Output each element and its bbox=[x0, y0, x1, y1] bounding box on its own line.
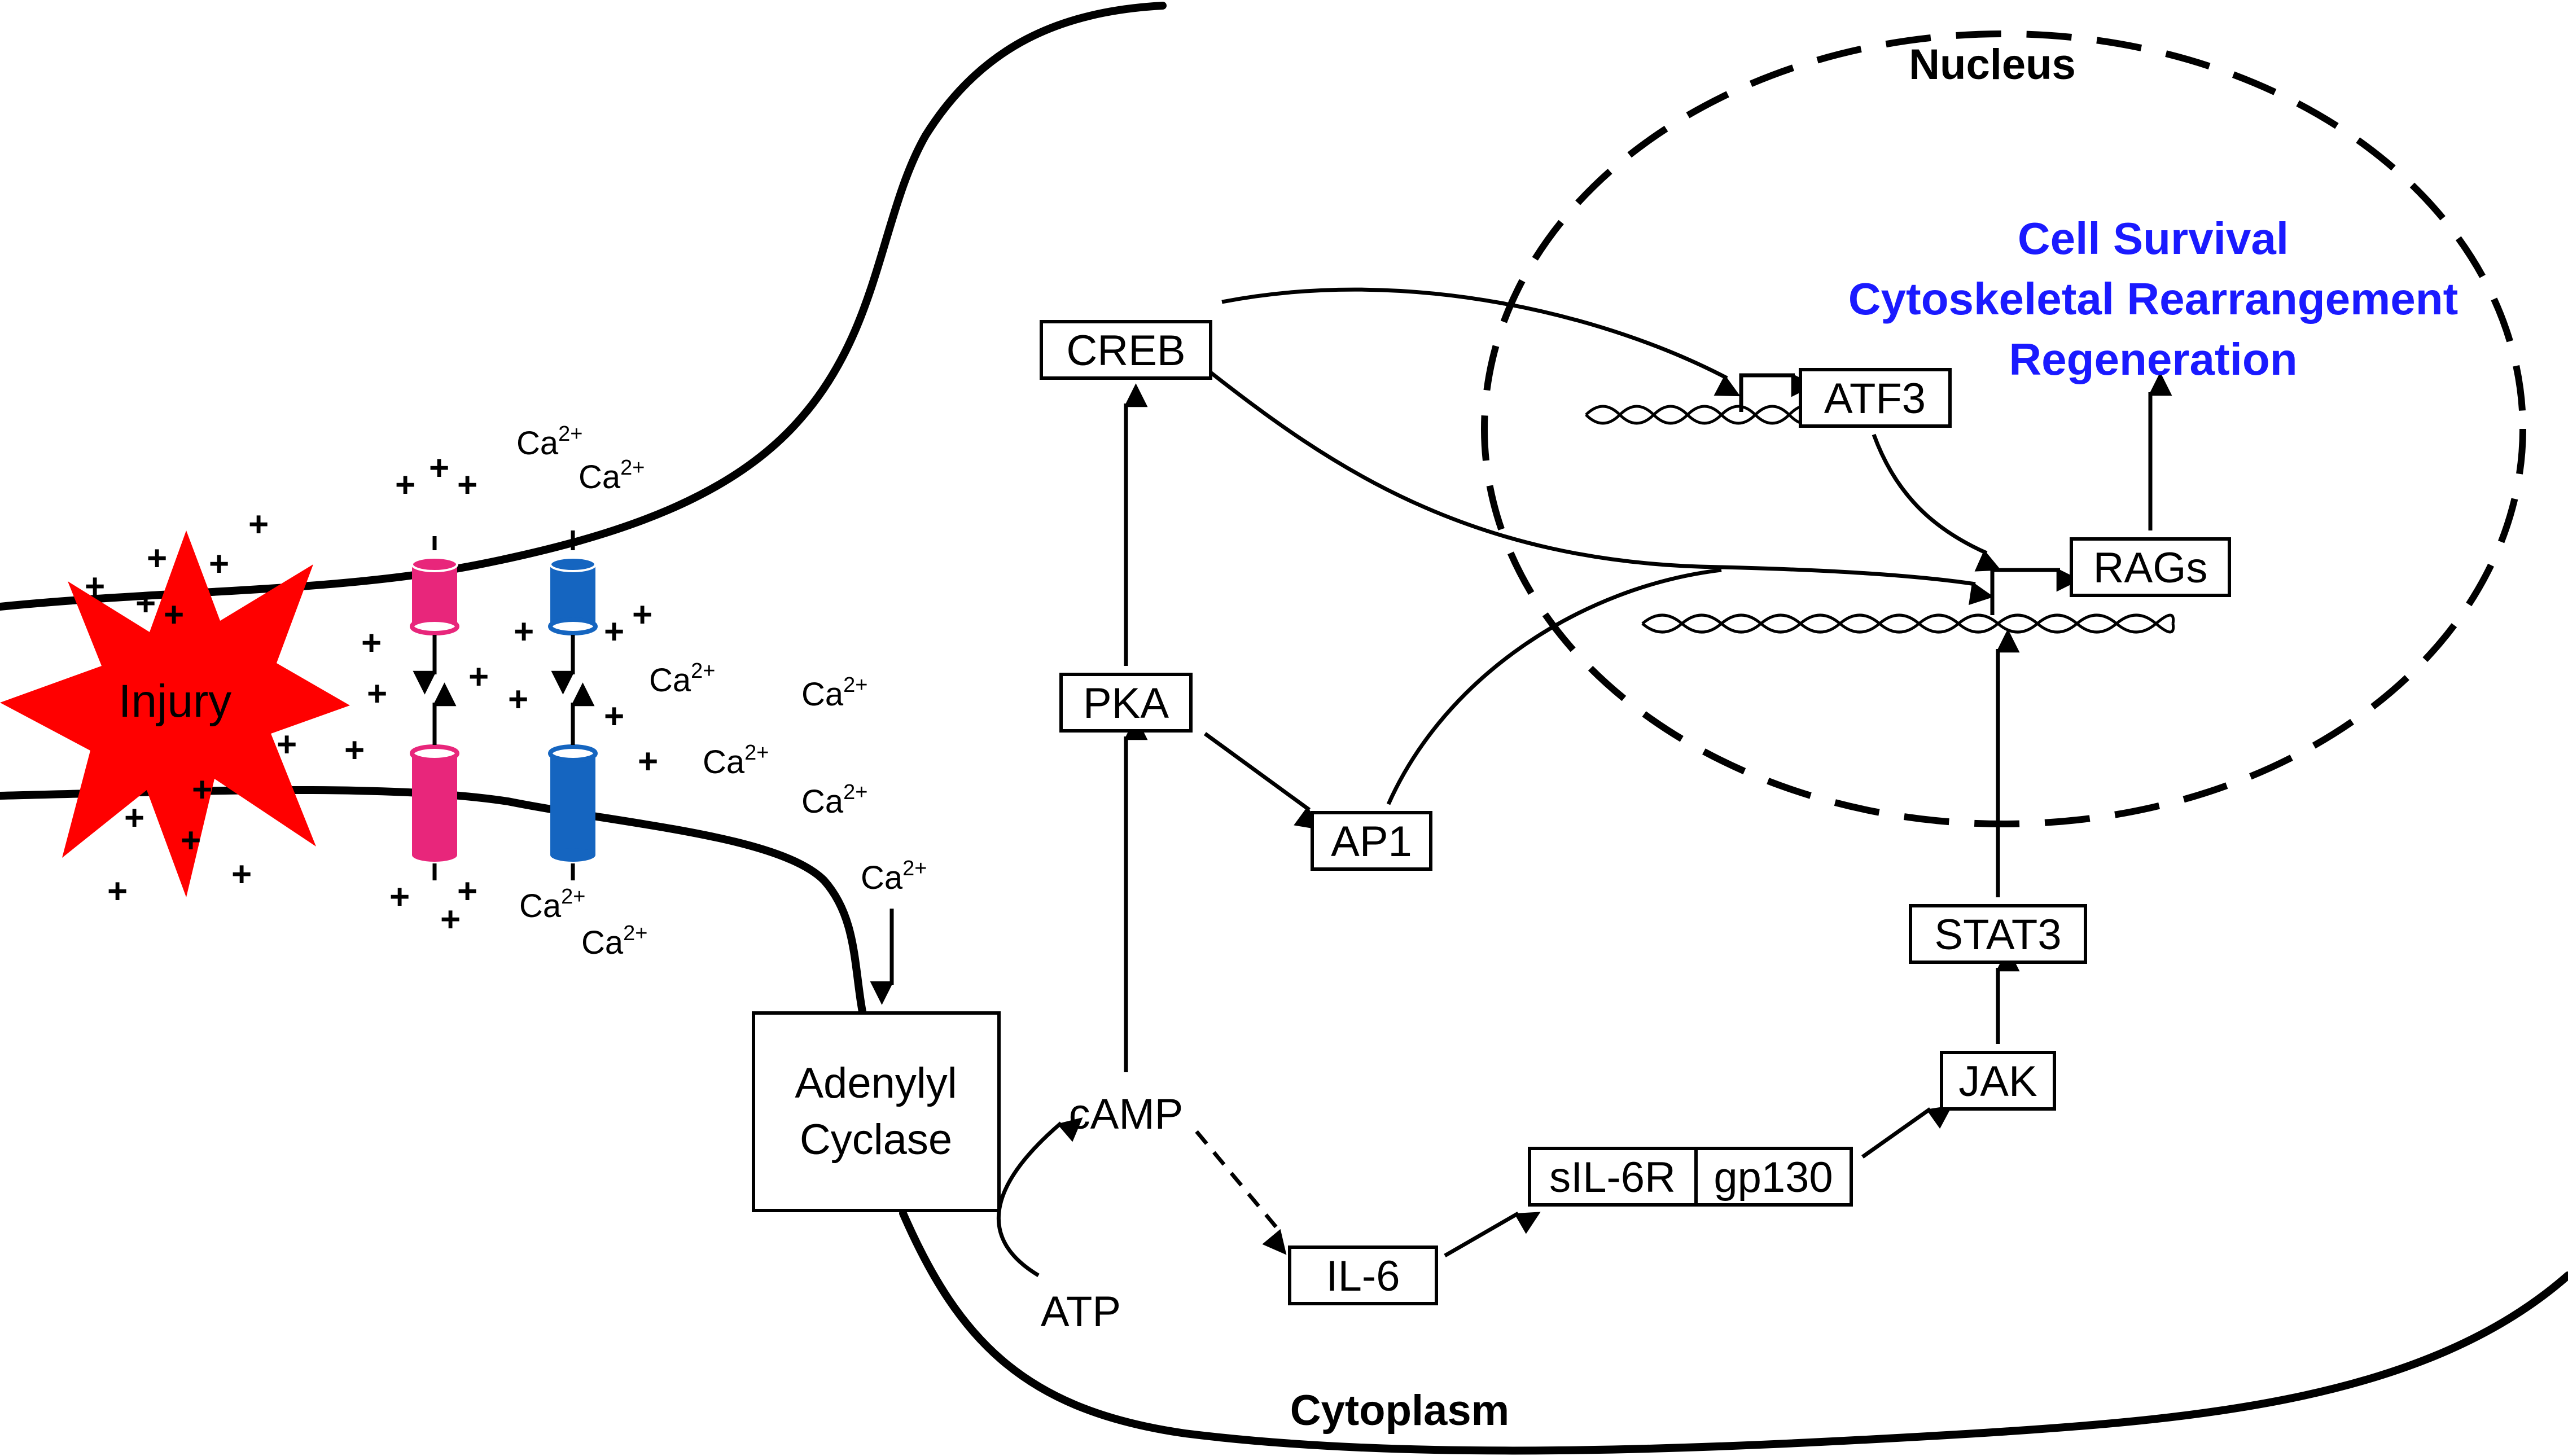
svg-text:+: + bbox=[508, 680, 528, 719]
svg-text:+: + bbox=[367, 674, 387, 713]
svg-text:+: + bbox=[604, 612, 624, 651]
svg-text:+: + bbox=[181, 821, 201, 860]
dna-atf3-gene bbox=[1585, 405, 1813, 425]
svg-text:Ca2+: Ca2+ bbox=[649, 659, 715, 699]
svg-text:+: + bbox=[344, 731, 365, 770]
calcium-channel-bottom bbox=[548, 744, 598, 862]
svg-text:+: + bbox=[457, 466, 477, 505]
stat3-node: STAT3 bbox=[1909, 904, 2087, 964]
svg-text:ATF3: ATF3 bbox=[1824, 375, 1926, 423]
svg-text:+: + bbox=[164, 595, 184, 634]
svg-text:+: + bbox=[604, 697, 624, 736]
positive-charges: + + + + + + + + + + + + + + + + + + + + … bbox=[85, 449, 658, 939]
nucleus-envelope bbox=[1481, 30, 2526, 827]
svg-text:+: + bbox=[192, 770, 212, 809]
svg-text:+: + bbox=[468, 657, 489, 696]
svg-text:+: + bbox=[248, 505, 269, 544]
svg-text:+: + bbox=[85, 567, 105, 606]
svg-text:CREB: CREB bbox=[1066, 327, 1185, 375]
outcome-cytoskeletal-rearrangement: Cytoskeletal Rearrangement bbox=[1848, 274, 2458, 324]
outcome-regeneration: Regeneration bbox=[2009, 334, 2297, 384]
svg-text:+: + bbox=[457, 872, 477, 911]
il6-node: IL-6 bbox=[1288, 1246, 1438, 1305]
injury-burst: Injury bbox=[0, 530, 350, 897]
ap1-node: AP1 bbox=[1311, 811, 1432, 871]
svg-text:RAGs: RAGs bbox=[2093, 544, 2208, 592]
svg-text:Ca2+: Ca2+ bbox=[579, 456, 645, 495]
svg-text:+: + bbox=[514, 612, 534, 651]
channel-flux-arrows bbox=[413, 530, 595, 880]
svg-text:+: + bbox=[147, 539, 167, 578]
pka-node: PKA bbox=[1059, 673, 1193, 733]
sil6r-node: sIL-6R bbox=[1528, 1147, 1698, 1207]
svg-text:Ca2+: Ca2+ bbox=[581, 922, 647, 961]
atp-label: ATP bbox=[1041, 1288, 1121, 1336]
svg-text:gp130: gp130 bbox=[1714, 1154, 1833, 1201]
svg-text:AP1: AP1 bbox=[1331, 818, 1412, 866]
svg-text:Ca2+: Ca2+ bbox=[516, 422, 582, 462]
svg-text:Ca2+: Ca2+ bbox=[703, 741, 769, 780]
camp-label: cAMP bbox=[1069, 1090, 1184, 1138]
svg-text:+: + bbox=[395, 466, 415, 505]
outcome-cell-survival: Cell Survival bbox=[2018, 213, 2289, 264]
cytoplasm-label: Cytoplasm bbox=[1290, 1387, 1510, 1435]
svg-text:+: + bbox=[135, 584, 156, 623]
svg-text:sIL-6R: sIL-6R bbox=[1549, 1154, 1676, 1201]
svg-text:IL-6: IL-6 bbox=[1326, 1252, 1400, 1300]
gp130-node: gp130 bbox=[1694, 1147, 1853, 1207]
calcium-ions: Ca2+ Ca2+ Ca2+ Ca2+ Ca2+ Ca2+ Ca2+ Ca2+ … bbox=[516, 422, 927, 961]
svg-text:Ca2+: Ca2+ bbox=[801, 780, 867, 820]
svg-text:Ca2+: Ca2+ bbox=[801, 673, 867, 713]
svg-text:+: + bbox=[638, 742, 658, 781]
jak-node: JAK bbox=[1940, 1051, 2056, 1111]
nucleus-label: Nucleus bbox=[1909, 41, 2076, 89]
svg-text:+: + bbox=[429, 449, 449, 488]
injury-label: Injury bbox=[119, 676, 232, 727]
calcium-channel-top bbox=[548, 556, 598, 635]
creb-node: CREB bbox=[1040, 320, 1212, 380]
svg-text:Cyclase: Cyclase bbox=[800, 1116, 952, 1164]
svg-text:Ca2+: Ca2+ bbox=[861, 857, 927, 896]
atf3-node: ATF3 bbox=[1799, 368, 1952, 428]
svg-text:+: + bbox=[231, 855, 252, 894]
svg-text:+: + bbox=[124, 799, 144, 837]
svg-text:STAT3: STAT3 bbox=[1934, 911, 2061, 959]
adenylyl-cyclase-node: Adenylyl Cyclase bbox=[752, 1011, 1001, 1212]
svg-text:Ca2+: Ca2+ bbox=[519, 885, 585, 924]
svg-text:+: + bbox=[209, 545, 229, 584]
svg-text:PKA: PKA bbox=[1083, 679, 1169, 727]
svg-text:+: + bbox=[389, 878, 410, 916]
svg-text:+: + bbox=[632, 595, 652, 634]
sodium-channel-top bbox=[410, 556, 459, 635]
rags-node: RAGs bbox=[2070, 537, 2231, 597]
svg-text:+: + bbox=[440, 900, 461, 939]
svg-text:+: + bbox=[361, 624, 382, 663]
sodium-channel-bottom bbox=[410, 744, 459, 862]
regeneration-outcomes: Cell Survival Cytoskeletal Rearrangement… bbox=[1848, 213, 2458, 384]
svg-text:+: + bbox=[107, 872, 128, 911]
svg-text:JAK: JAK bbox=[1958, 1058, 2037, 1106]
dna-rags-gene bbox=[1641, 613, 2175, 634]
svg-text:Adenylyl: Adenylyl bbox=[795, 1059, 957, 1107]
svg-text:+: + bbox=[277, 725, 297, 764]
